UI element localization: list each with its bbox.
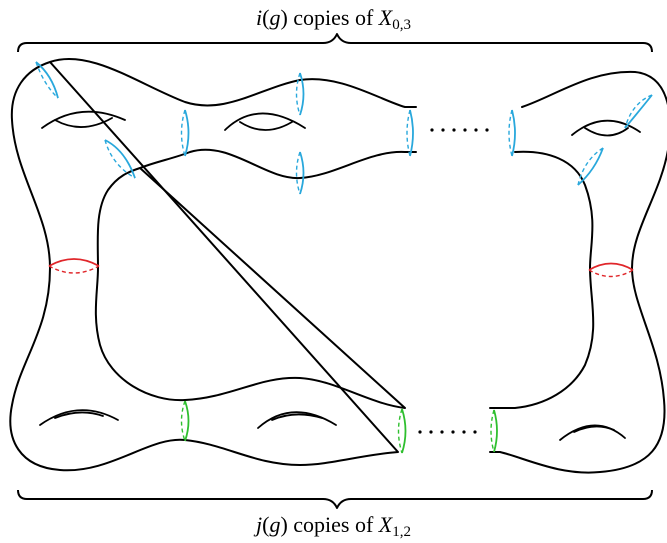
bottom-label-arg: g — [269, 512, 281, 537]
top-label-arg: g — [269, 5, 281, 30]
green-curve-bottom-3 — [490, 409, 498, 453]
handle-top-mid-lower — [224, 112, 306, 131]
cyan-curve-top-right-1 — [624, 94, 653, 129]
top-brace-label: i(g) copies of X0,3 — [255, 5, 411, 33]
red-curve-right — [588, 262, 634, 278]
top-ellipsis-dots-icon — [430, 128, 489, 132]
bottom-label-function: j — [255, 512, 263, 537]
top-label-space: X — [378, 5, 393, 30]
top-curly-brace-icon — [17, 33, 653, 53]
handle-top-right-lower — [571, 119, 641, 136]
cyan-curve-top-1 — [180, 109, 190, 157]
inner-boundary — [94, 148, 595, 409]
red-curve-left — [48, 258, 100, 274]
handle-top-left-lower — [41, 110, 126, 129]
green-curve-bottom-1 — [180, 400, 190, 442]
cyan-curve-top-4 — [406, 109, 414, 157]
bottom-label-space: X — [378, 512, 393, 537]
handle-bottom-mid-lower — [257, 411, 337, 429]
handle-top-right-upper — [584, 127, 629, 137]
cyan-curve-top-left-2 — [104, 139, 136, 179]
cyan-curve-top-2 — [295, 72, 305, 116]
bottom-label-text: copies of — [293, 512, 374, 537]
handle-bottom-right-lower — [559, 424, 626, 441]
handle-top-left-upper — [54, 117, 113, 128]
top-label-text: copies of — [293, 5, 374, 30]
cyan-curve-top-5 — [508, 109, 516, 157]
top-label-function: i — [255, 5, 263, 30]
cyan-curve-top-3 — [295, 151, 305, 195]
handle-bottom-left-lower — [39, 409, 119, 426]
handle-bottom-right-upper — [573, 425, 615, 433]
bottom-brace-label: j(g) copies of X1,2 — [255, 512, 411, 540]
handle-bottom-mid-upper — [271, 413, 323, 421]
outer-boundary — [9, 57, 667, 474]
handle-bottom-left-upper — [54, 411, 104, 419]
bottom-curly-brace-icon — [17, 489, 653, 509]
handle-top-mid-upper — [239, 121, 293, 131]
cyan-curve-top-left-1 — [35, 61, 59, 99]
bottom-ellipsis-dots-icon — [418, 430, 477, 434]
top-label-subscript: 0,3 — [392, 17, 411, 33]
bottom-label-subscript: 1,2 — [392, 524, 411, 540]
green-curve-bottom-2 — [397, 408, 407, 454]
cyan-curve-top-right-2 — [577, 147, 604, 186]
